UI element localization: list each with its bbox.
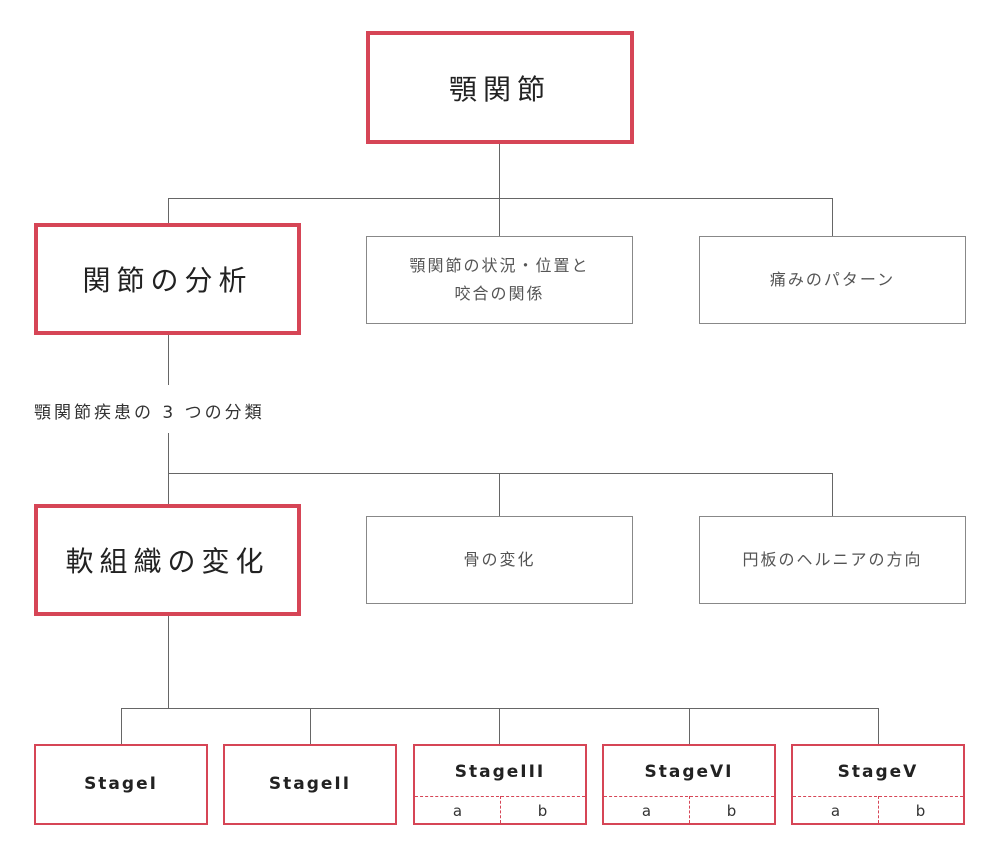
stage-5-sub-a: a [830, 802, 841, 820]
connector-stage-4 [689, 708, 690, 745]
stage-4-sub-a: a [641, 802, 652, 820]
connector-level1-middle [499, 198, 500, 236]
stage-2-node: StageII [223, 744, 397, 825]
condition-node: 顎関節の状況・位置と 咬合の関係 [366, 236, 633, 324]
stage-3-node: StageIII a b [413, 744, 587, 825]
bone-node-label: 骨の変化 [463, 550, 536, 569]
pain-node-label: 痛みのパターン [769, 270, 896, 289]
stage-2-label: StageII [268, 774, 352, 794]
condition-node-line2: 咬合の関係 [454, 284, 545, 303]
stage-4-label: StageVI [644, 762, 734, 782]
connector-analysis-down [168, 335, 169, 385]
connector-stage-2 [310, 708, 311, 745]
root-node-label: 顎関節 [448, 72, 551, 106]
bone-node: 骨の変化 [366, 516, 633, 604]
connector-level1-left [168, 198, 169, 224]
analysis-node: 関節の分析 [34, 223, 301, 335]
soft-tissue-node: 軟組織の変化 [34, 504, 301, 616]
stage-3-sub-a: a [452, 802, 463, 820]
stage-1-node: StageI [34, 744, 208, 825]
soft-tissue-node-label: 軟組織の変化 [65, 545, 270, 578]
stage-4-sub-b: b [726, 802, 737, 820]
stage-5-sub-b: b [915, 802, 926, 820]
connector-stage-1 [121, 708, 122, 745]
condition-node-line1: 顎関節の状況・位置と [409, 256, 590, 275]
pain-node: 痛みのパターン [699, 236, 966, 324]
stage-1-label: StageI [84, 774, 158, 794]
connector-level1-horizontal [168, 198, 832, 199]
connector-level2-right [832, 473, 833, 516]
connector-level2-middle [499, 473, 500, 516]
stage-4-node: StageVI a b [602, 744, 776, 825]
connector-classification-down [168, 433, 169, 505]
connector-stage-5 [878, 708, 879, 745]
stage-4-divider-vertical [689, 796, 690, 823]
root-node: 顎関節 [366, 31, 634, 144]
analysis-node-label: 関節の分析 [82, 264, 253, 297]
disc-node-label: 円板のヘルニアの方向 [742, 550, 923, 569]
connector-level2-horizontal [168, 473, 832, 474]
connector-stages-horizontal [121, 708, 879, 709]
stage-5-divider-vertical [878, 796, 879, 823]
connector-soft-tissue-down [168, 616, 169, 708]
stage-3-divider-vertical [500, 796, 501, 823]
stage-5-label: StageV [837, 762, 919, 782]
stage-3-label: StageIII [454, 762, 546, 782]
connector-root-down [499, 144, 500, 198]
connector-level1-right [832, 198, 833, 236]
disc-node: 円板のヘルニアの方向 [699, 516, 966, 604]
classification-label: 顎関節疾患の 3 つの分類 [34, 403, 265, 423]
stage-5-node: StageV a b [791, 744, 965, 825]
stage-3-sub-b: b [537, 802, 548, 820]
connector-stage-3 [499, 708, 500, 745]
